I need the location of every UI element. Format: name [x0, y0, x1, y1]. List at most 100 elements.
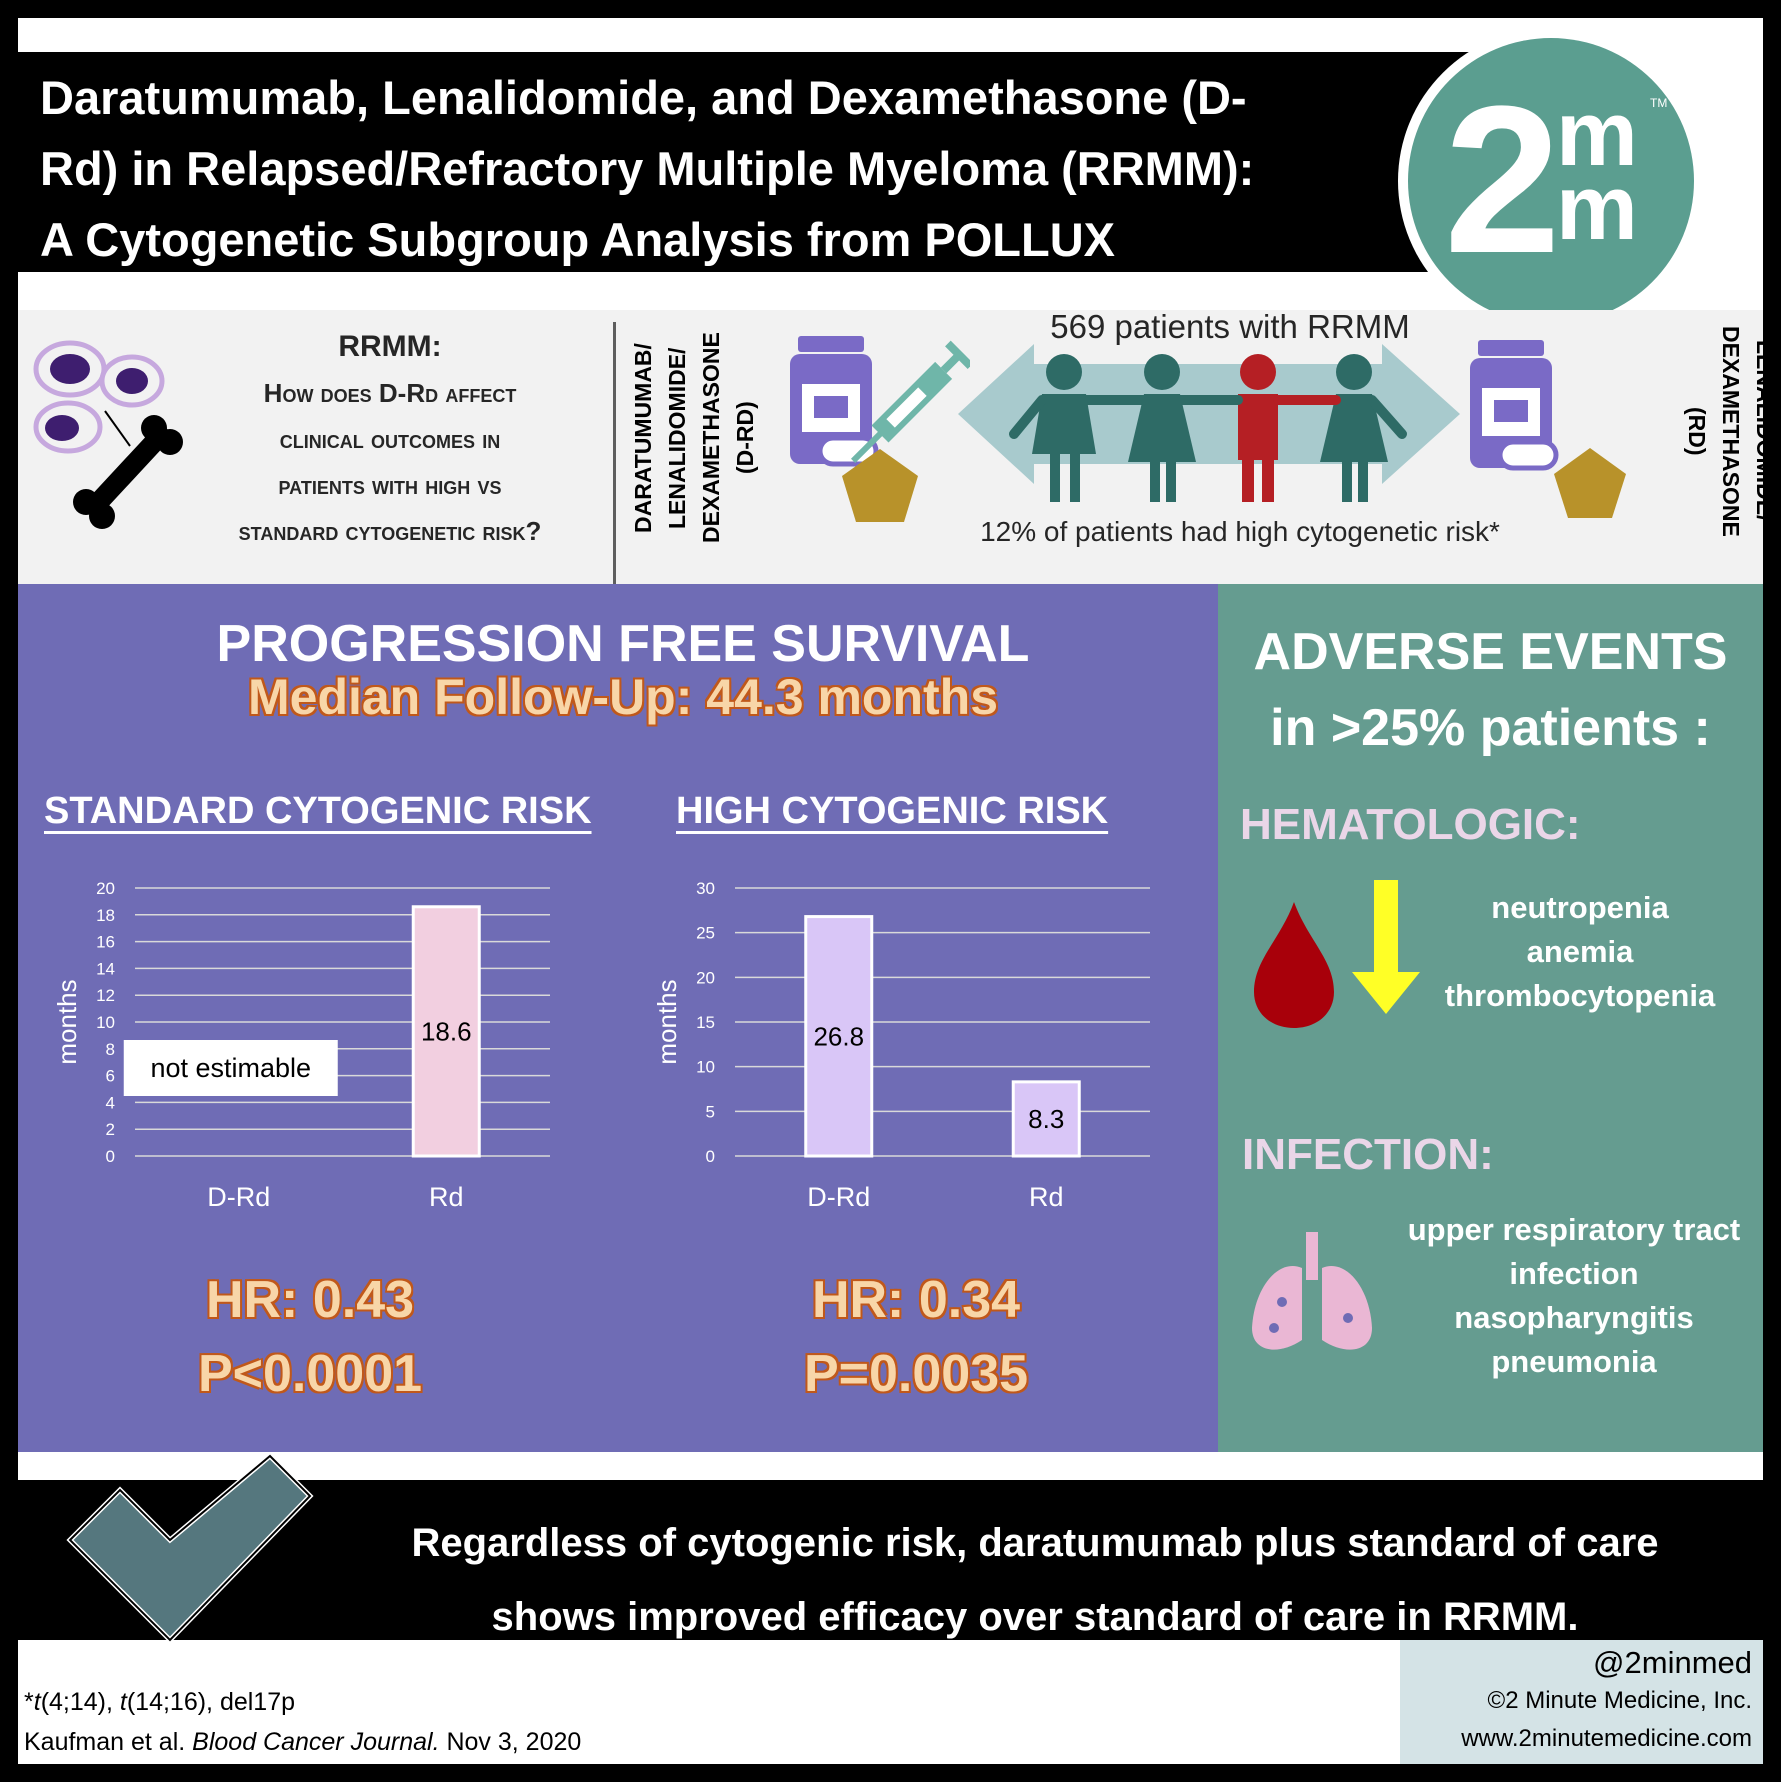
footnote: *t(4;14), t(14;16), del17p Kaufman et al…	[24, 1682, 581, 1762]
rd-drug-icons	[1470, 340, 1626, 518]
pentagon-pill-icon	[1554, 448, 1626, 518]
ae-urti-line-1: upper respiratory tract	[1407, 1212, 1741, 1247]
x-tick-label: D-Rd	[807, 1182, 870, 1212]
y-axis-label: months	[652, 979, 682, 1064]
logo-digit: 2	[1444, 62, 1561, 297]
arm-label-rd: LENALIDOMIDE/ DEXAMETHASONE (RD)	[1672, 316, 1781, 546]
high-risk-heading: HIGH CYTOGENIC RISK	[676, 790, 1109, 832]
y-tick-label: 0	[106, 1147, 115, 1166]
infection-list: upper respiratory tract infection nasoph…	[1384, 1208, 1764, 1384]
y-tick-label: 10	[96, 1013, 115, 1032]
patients-caption: 569 patients with RRMM	[1050, 308, 1410, 345]
checkmark-icon	[66, 1452, 314, 1644]
arm-label-rd-line-2: DEXAMETHASONE	[1718, 325, 1744, 537]
y-tick-label: 5	[706, 1102, 715, 1121]
bar	[804, 915, 874, 1158]
data-label: not estimable	[150, 1053, 311, 1083]
infection-label: INFECTION:	[1242, 1130, 1494, 1179]
copyright: ©2 Minute Medicine, Inc.	[1487, 1687, 1752, 1714]
website-link[interactable]: www.2minutemedicine.com	[1461, 1725, 1752, 1752]
y-tick-label: 10	[696, 1058, 715, 1077]
title-line-2: Rd) in Relapsed/Refractory Multiple Myel…	[40, 142, 1255, 195]
y-tick-label: 25	[696, 924, 715, 943]
ae-thrombocytopenia: thrombocytopenia	[1444, 978, 1716, 1013]
2minutemedicine-logo	[1408, 38, 1694, 324]
arm-label-rd-line-3: (RD)	[1684, 406, 1710, 456]
drd-drug-icons	[790, 336, 970, 522]
question-line-2: clinical outcomes in	[279, 424, 501, 454]
logo-trademark: TM	[1650, 96, 1668, 110]
ae-anemia: anemia	[1526, 934, 1634, 969]
pentagon-pill-icon	[842, 449, 918, 522]
study-question: RRMM: How does D-Rd affect clinical outc…	[180, 324, 600, 554]
pfs-panel	[18, 584, 1218, 1452]
conclusion-bar	[18, 1480, 1763, 1640]
cell-nucleus-2	[116, 368, 148, 394]
ae-urti-line-2: infection	[1509, 1256, 1639, 1291]
page-title: Daratumumab, Lenalidomide, and Dexametha…	[40, 62, 1460, 275]
question-line-3: patients with high vs	[278, 470, 502, 500]
blood-drop-down-arrow-icon	[1254, 880, 1420, 1028]
y-tick-label: 30	[696, 879, 715, 898]
left-lung	[1252, 1266, 1302, 1350]
standard-hr: HR: 0.43	[205, 1271, 415, 1329]
capsule-icon	[1497, 439, 1559, 471]
lungs-icon	[1252, 1232, 1372, 1350]
logo-m-bottom: m	[1556, 157, 1638, 259]
pfs-followup: Median Follow-Up: 44.3 months	[247, 669, 999, 725]
not-estimable-box	[123, 1040, 338, 1096]
person-icon-4	[1320, 354, 1388, 502]
x-tick-label: Rd	[429, 1182, 464, 1212]
y-axis-label: months	[52, 979, 82, 1064]
y-tick-label: 4	[106, 1093, 115, 1112]
standard-p-value: P<0.0001	[197, 1345, 423, 1403]
arm-label-drd-line-2: LENALIDOMIDE/	[664, 347, 690, 529]
cell-nucleus-1	[50, 354, 90, 384]
data-label: 8.3	[1028, 1104, 1064, 1134]
y-tick-label: 18	[96, 906, 115, 925]
capsule-icon	[817, 435, 879, 467]
title-line-3: A Cytogenetic Subgroup Analysis from POL…	[40, 213, 1116, 266]
arm-label-drd-line-3: DEXAMETHASONE	[698, 332, 724, 544]
y-tick-label: 15	[696, 1013, 715, 1032]
pill-bottle-cap	[798, 336, 864, 352]
twitter-handle[interactable]: @2minmed	[1593, 1645, 1752, 1680]
patients-arrow	[958, 344, 1460, 502]
cell-bone-icon	[33, 340, 183, 529]
standard-risk-heading: STANDARD CYTOGENIC RISK	[44, 790, 592, 832]
cytogenetic-footnote: *t(4;14), t(14;16), del17p	[24, 1688, 296, 1716]
person-icon-2	[1128, 354, 1196, 502]
arm-label-drd: DARATUMUMAB/ LENALIDOMIDE/ DEXAMETHASONE…	[626, 326, 758, 550]
adverse-events-title-line-1: ADVERSE EVENTS	[1253, 623, 1728, 681]
down-arrow-icon	[1352, 880, 1420, 1014]
high-hr: HR: 0.34	[811, 1271, 1021, 1329]
ae-neutropenia: neutropenia	[1491, 890, 1669, 925]
logo-m-top: m	[1556, 83, 1638, 185]
arm-label-rd-line-1: LENALIDOMIDE/	[1752, 340, 1778, 522]
y-tick-label: 14	[96, 959, 115, 978]
title-line-1: Daratumumab, Lenalidomide, and Dexametha…	[40, 71, 1247, 124]
arm-label-drd-line-1: DARATUMUMAB/	[630, 343, 656, 533]
pfs-title: PROGRESSION FREE SURVIVAL	[216, 615, 1030, 673]
pointer-line	[104, 410, 131, 447]
cell-nucleus-3	[45, 415, 79, 441]
data-label: 18.6	[421, 1016, 472, 1046]
people-arms	[1009, 395, 1407, 439]
risk-caption: 12% of patients had high cytogenetic ris…	[980, 516, 1500, 547]
bar	[1011, 1080, 1081, 1158]
conclusion-text: Regardless of cytogenic risk, daratumuma…	[330, 1506, 1740, 1654]
y-tick-label: 0	[706, 1147, 715, 1166]
adverse-events-title: ADVERSE EVENTS in >25% patients :	[1218, 614, 1763, 766]
question-line-1: How does D-Rd affect	[263, 378, 517, 408]
y-tick-label: 16	[96, 933, 115, 952]
x-tick-label: D-Rd	[207, 1182, 270, 1212]
conclusion-line-1: Regardless of cytogenic risk, daratumuma…	[411, 1521, 1659, 1565]
hematologic-label: HEMATOLOGIC:	[1240, 800, 1581, 849]
y-tick-label: 8	[106, 1040, 115, 1059]
title-bar	[18, 52, 1486, 272]
x-tick-label: Rd	[1029, 1182, 1064, 1212]
y-tick-label: 20	[96, 879, 115, 898]
conclusion-line-2: shows improved efficacy over standard of…	[491, 1595, 1579, 1639]
person-icon-3	[1238, 354, 1278, 502]
